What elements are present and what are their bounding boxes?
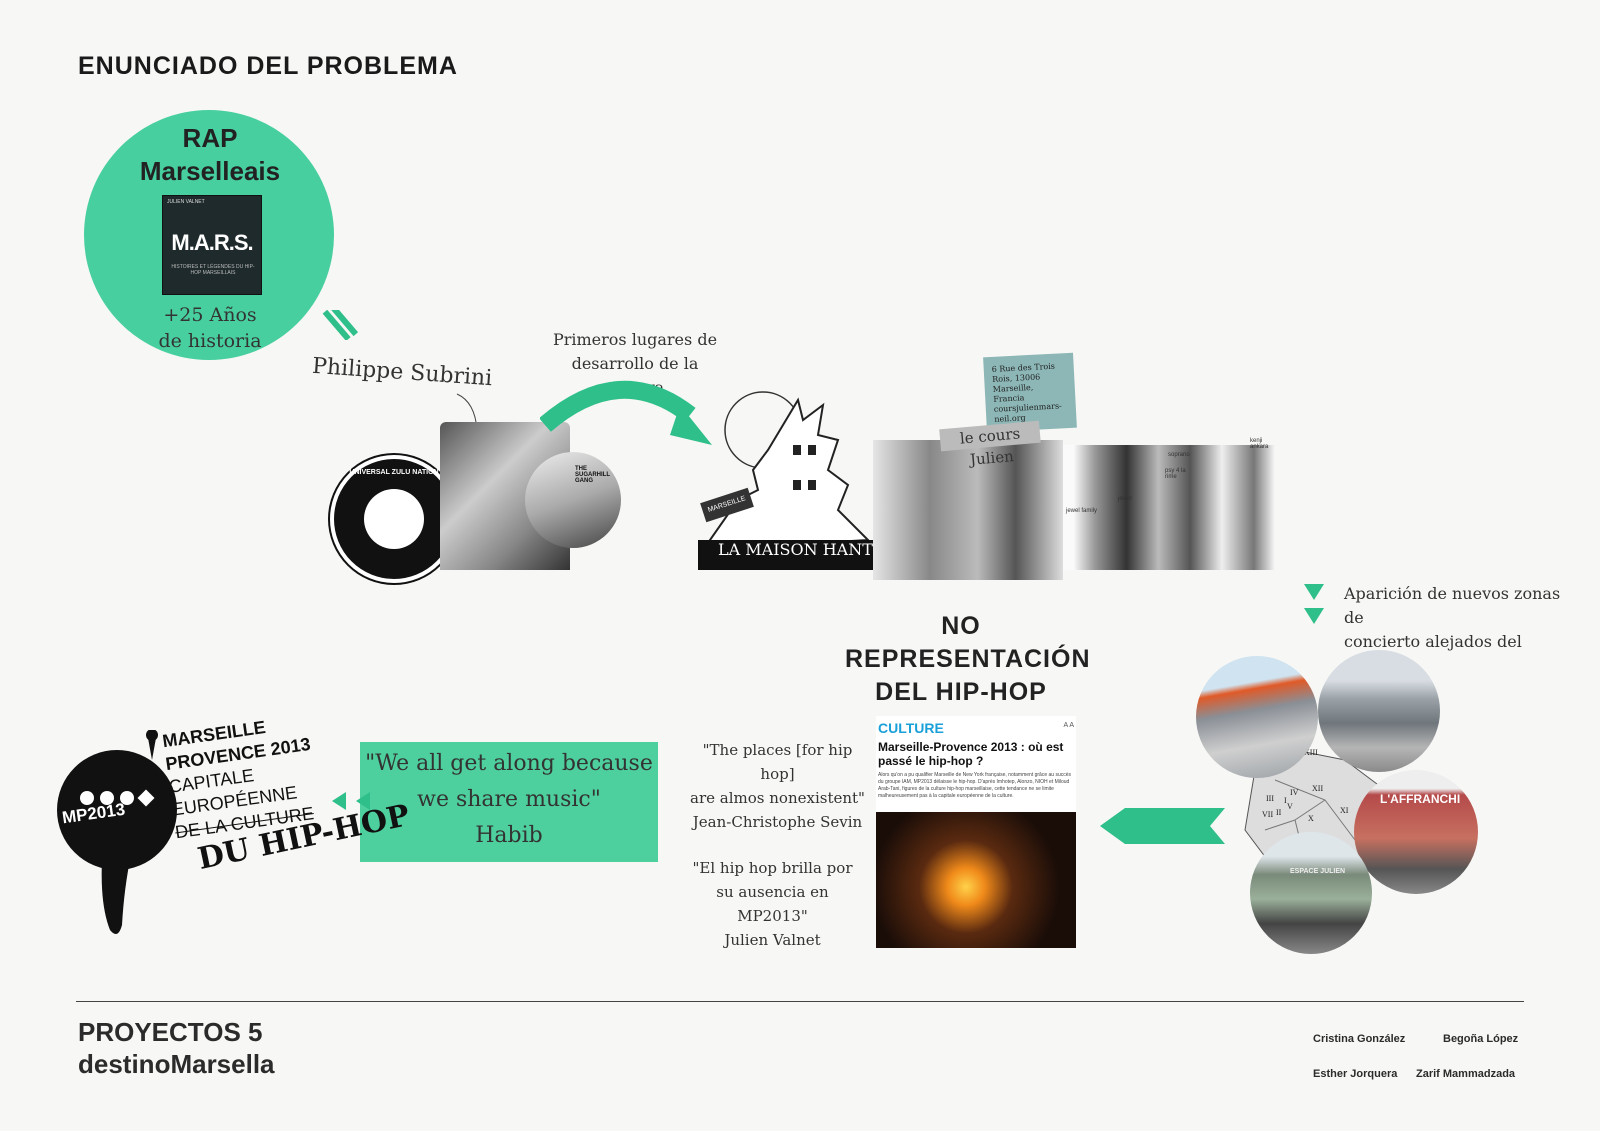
article-title: Marseille-Provence 2013 : où est passé l…	[878, 740, 1068, 768]
rap-title-line1: RAP	[120, 122, 300, 155]
no-rep-line2: REPRESENTACIÓN	[845, 643, 1077, 676]
rap-title-line2: Marselleais	[120, 155, 300, 188]
rap-title: RAP Marselleais	[120, 122, 300, 188]
maison-label: LA MAISON HANTE	[718, 540, 885, 559]
subrini-name: Philippe Subrini	[311, 354, 493, 392]
footer-title-line2: destinoMarsella	[78, 1048, 275, 1080]
aparicion-line1: Aparición de nuevos zonas de	[1344, 582, 1564, 630]
mp2013-logo	[52, 730, 182, 940]
district-label: X	[1308, 814, 1314, 823]
shop-sign: ESPACE JULIEN	[1290, 868, 1345, 875]
primeros-line1: Primeros lugares de	[545, 328, 725, 352]
crew-note: kenji ankara	[1250, 438, 1280, 450]
zulu-nation-badge: UNIVERSAL ZULU NATION	[330, 455, 458, 583]
rap-years-line1: +25 Años	[140, 302, 280, 328]
quote-sevin: "The places [for hip hop] are almos none…	[685, 738, 870, 834]
book-title: M.A.R.S.	[163, 230, 261, 256]
crew-note: soprano	[1168, 452, 1190, 458]
no-representacion-heading: NO REPRESENTACIÓN DEL HIP-HOP	[845, 610, 1077, 709]
venue-photo-circle	[1318, 650, 1440, 772]
quote-valnet: "El hip hop brilla por su ausencia en MP…	[680, 856, 865, 952]
book-author: JULIEN VALNET	[167, 199, 205, 205]
quote-valnet-line1: "El hip hop brilla por	[680, 856, 865, 880]
mars-book-cover: JULIEN VALNET M.A.R.S. HISTOIRES ET LÉGE…	[162, 195, 262, 295]
author-name: Esther Jorquera	[1313, 1068, 1397, 1080]
news-article: CULTURE A A Marseille-Provence 2013 : où…	[876, 716, 1076, 948]
quote-sevin-line1: "The places [for hip hop]	[685, 738, 870, 786]
sugarhill-gang-photo: THE SUGARHILL GANG	[525, 452, 621, 548]
district-label: XI	[1340, 806, 1348, 815]
triangle-down-icon	[1304, 608, 1324, 624]
venue-photo-circle: ESPACE JULIEN	[1250, 832, 1372, 954]
footer-title: PROYECTOS 5 destinoMarsella	[78, 1016, 275, 1080]
zulu-face-icon	[364, 489, 424, 549]
address-tag: 6 Rue des Trois Rois, 13006 Marseille, F…	[983, 353, 1077, 433]
text-size-icon: A A	[1063, 722, 1074, 729]
venue-photo-circle: L'AFFRANCHI	[1354, 770, 1478, 894]
author-name: Cristina González	[1313, 1033, 1405, 1045]
district-label: V	[1287, 802, 1293, 811]
zulu-badge-text: UNIVERSAL ZULU NATION	[334, 469, 454, 476]
rap-years: +25 Años de historia	[140, 302, 280, 354]
crew-note: jewel	[1118, 496, 1132, 502]
district-label: XII	[1312, 784, 1323, 793]
district-label: IV	[1290, 788, 1298, 797]
book-subtitle: HISTOIRES ET LÉGENDES DU HIP-HOP MARSEIL…	[167, 264, 259, 276]
district-label: II	[1276, 808, 1281, 817]
cours-julien-photo	[873, 440, 1063, 580]
rap-years-line2: de historia	[140, 328, 280, 354]
quote-valnet-author: Julien Valnet	[680, 928, 865, 952]
footer-title-line1: PROYECTOS 5	[78, 1016, 275, 1048]
district-label: VII	[1262, 810, 1273, 819]
venue-sign: L'AFFRANCHI	[1380, 792, 1460, 806]
arrow-left-icon	[1100, 806, 1225, 846]
quote-sevin-author: Jean-Christophe Sevin	[685, 810, 870, 834]
district-label: III	[1266, 794, 1274, 803]
venue-photo-circle	[1196, 656, 1318, 778]
triangle-down-icon	[1304, 584, 1324, 600]
article-body: Alors qu'on a pu qualifier Marseille de …	[878, 772, 1074, 800]
habib-line1: "We all get along because	[360, 746, 658, 782]
crew-note: jewel family	[1066, 508, 1097, 514]
curved-arrow-icon	[540, 365, 720, 455]
crew-note: psy 4 la rime	[1165, 468, 1195, 480]
sugarhill-label: THE SUGARHILL GANG	[575, 466, 615, 484]
equals-icon	[318, 310, 358, 340]
article-fire-photo	[876, 812, 1076, 948]
no-rep-line1: NO	[845, 610, 1077, 643]
footer-divider	[76, 1001, 1524, 1002]
no-rep-line3: DEL HIP-HOP	[845, 676, 1077, 709]
article-category: CULTURE	[878, 720, 944, 736]
author-name: Zarif Mammadzada	[1416, 1068, 1515, 1080]
author-name: Begoña López	[1443, 1033, 1518, 1045]
quote-valnet-line2: su ausencia en MP2013"	[680, 880, 865, 928]
page-title: ENUNCIADO DEL PROBLEMA	[78, 52, 458, 81]
quote-sevin-line2: are almos nonexistent"	[685, 786, 870, 810]
